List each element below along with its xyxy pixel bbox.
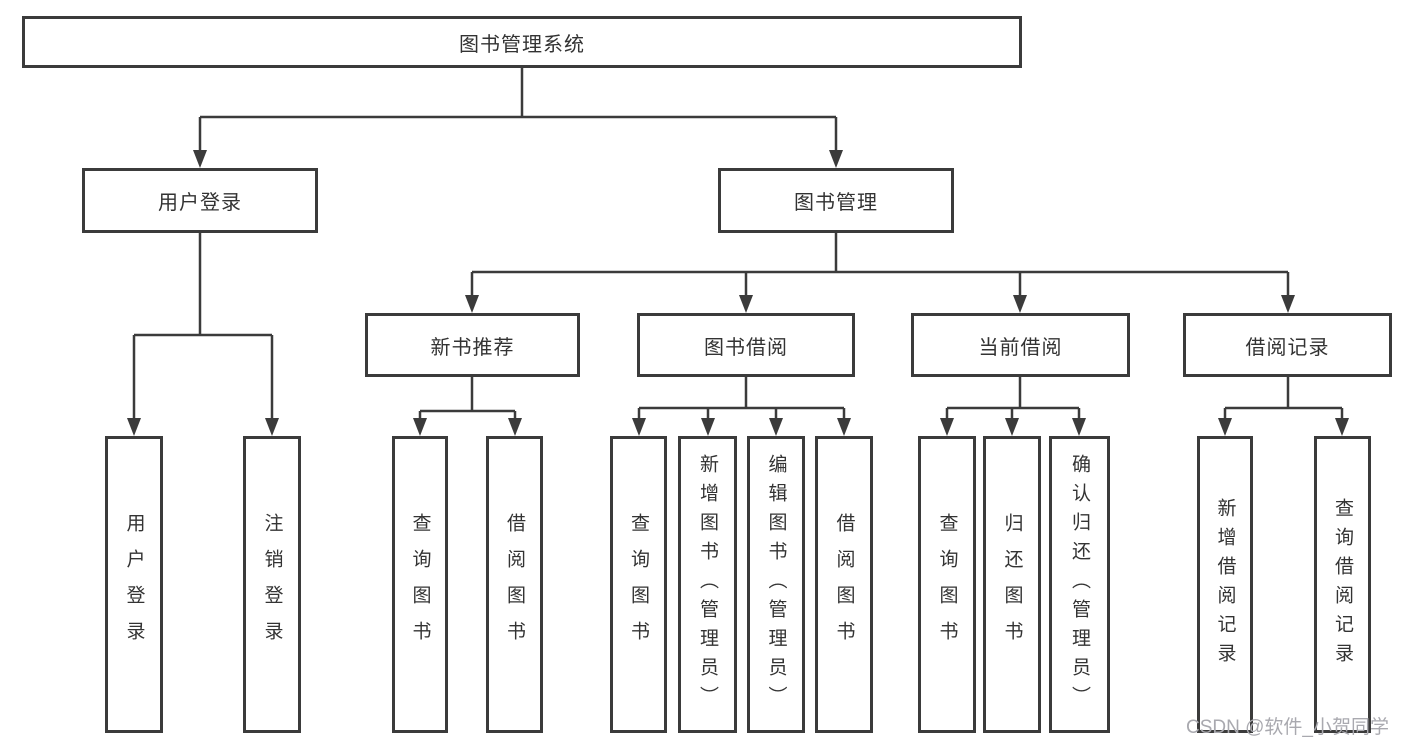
node-leaf-user-login: 用户登录	[105, 436, 163, 733]
node-leaf-confirm-return-admin: 确认归还（管理员）	[1049, 436, 1110, 733]
node-leaf-borrow-books-recommend: 借阅图书	[486, 436, 543, 733]
node-current-borrowing: 当前借阅	[911, 313, 1130, 377]
node-leaf-query-books-borrowing: 查询图书	[610, 436, 667, 733]
node-book-borrowing: 图书借阅	[637, 313, 855, 377]
node-user-login: 用户登录	[82, 168, 318, 233]
node-leaf-logout: 注销登录	[243, 436, 301, 733]
node-leaf-add-books-admin: 新增图书（管理员）	[678, 436, 737, 733]
node-leaf-query-borrow-record: 查询借阅记录	[1314, 436, 1371, 733]
node-book-management: 图书管理	[718, 168, 954, 233]
node-leaf-query-books-recommend: 查询图书	[392, 436, 448, 733]
arrowheads	[127, 150, 1349, 436]
node-borrowing-records: 借阅记录	[1183, 313, 1392, 377]
node-leaf-add-borrow-record: 新增借阅记录	[1197, 436, 1253, 733]
node-leaf-edit-books-admin: 编辑图书（管理员）	[747, 436, 805, 733]
csdn-watermark: CSDN @软件_小贺同学	[1186, 717, 1389, 738]
node-leaf-return-books: 归还图书	[983, 436, 1041, 733]
node-leaf-query-books-current: 查询图书	[918, 436, 976, 733]
node-library-management-system: 图书管理系统	[22, 16, 1022, 68]
node-new-book-recommendation: 新书推荐	[365, 313, 580, 377]
node-leaf-borrow-books: 借阅图书	[815, 436, 873, 733]
